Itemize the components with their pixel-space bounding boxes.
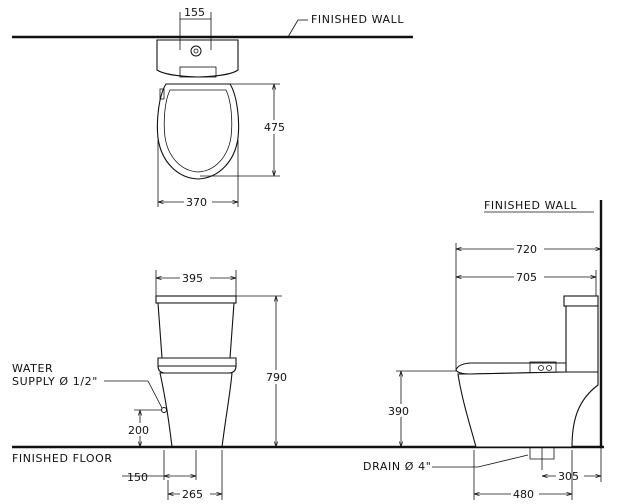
dim-200: 200 — [128, 424, 149, 437]
water-supply-icon — [161, 407, 167, 413]
dim-155: 155 — [184, 6, 205, 19]
dim-705: 705 — [516, 271, 537, 284]
flush-button-icon — [190, 45, 202, 57]
finished-wall-label-top: FINISHED WALL — [311, 13, 404, 26]
tank-front — [157, 302, 235, 359]
seat-top — [156, 83, 240, 180]
dim-390: 390 — [388, 405, 409, 418]
water-supply-label-line2: SUPPLY Ø 1/2" — [12, 375, 98, 388]
dim-370: 370 — [186, 196, 207, 209]
dim-790: 790 — [266, 371, 287, 384]
dim-395: 395 — [182, 272, 203, 285]
drain-label: DRAIN Ø 4" — [363, 460, 431, 473]
dim-475: 475 — [264, 121, 285, 134]
dim-720: 720 — [516, 243, 537, 256]
dim-480: 480 — [513, 488, 534, 501]
bowl-front — [159, 372, 233, 448]
tank-top — [156, 39, 239, 78]
finished-wall-label-side: FINISHED WALL — [484, 199, 577, 212]
dim-150: 150 — [127, 471, 148, 484]
tank-side — [565, 305, 599, 373]
seat-side — [455, 362, 567, 375]
finished-floor-label: FINISHED FLOOR — [12, 452, 113, 465]
dim-305: 305 — [558, 470, 579, 483]
bowl-side — [457, 371, 599, 448]
water-supply-label-line1: WATER — [12, 362, 53, 375]
dim-265: 265 — [182, 488, 203, 501]
top-view: FINISHED WALL 155 475 370 — [12, 6, 413, 209]
front-view: WATER SUPPLY Ø 1/2" 395 790 200 FINISHED… — [12, 270, 604, 501]
side-view: FINISHED WALL 720 705 390 DRAIN Ø 4" — [363, 199, 603, 501]
